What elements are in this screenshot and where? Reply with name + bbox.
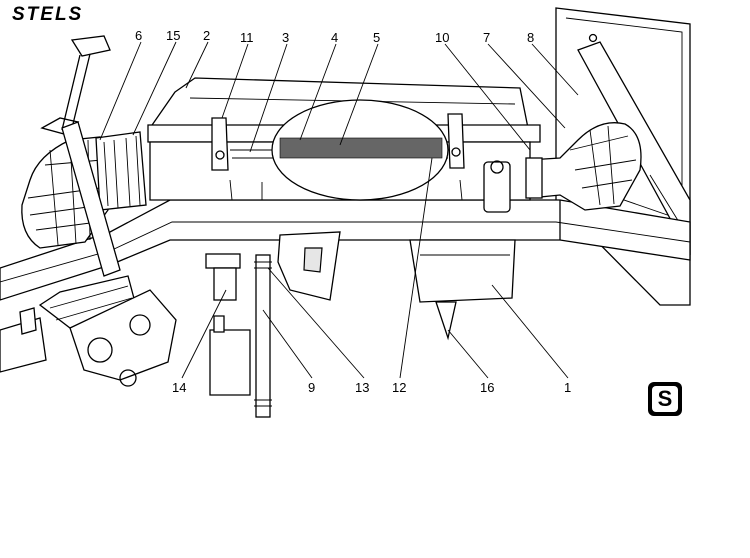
callout-9: 9 — [308, 380, 315, 395]
callout-2: 2 — [203, 28, 210, 43]
callout-13: 13 — [355, 380, 369, 395]
frame-tube — [0, 199, 691, 301]
callout-4: 4 — [331, 30, 338, 45]
callout-8: 8 — [527, 30, 534, 45]
housing-clamps — [211, 113, 465, 171]
callout-14: 14 — [172, 380, 186, 395]
support-bar — [40, 35, 121, 277]
callout-15: 15 — [166, 28, 180, 43]
callout-11: 11 — [240, 30, 254, 45]
callout-10: 10 — [435, 30, 449, 45]
callout-1: 1 — [564, 380, 571, 395]
callout-16: 16 — [480, 380, 494, 395]
lower-housing — [277, 160, 516, 341]
filter-element — [271, 99, 449, 201]
callout-labels: 6 15 2 11 3 4 5 10 7 8 14 9 13 12 16 1 — [135, 28, 571, 395]
callout-12: 12 — [392, 380, 406, 395]
badge-letter: S — [658, 386, 673, 411]
stels-badge: S — [648, 382, 682, 416]
callout-3: 3 — [282, 30, 289, 45]
callout-5: 5 — [373, 30, 380, 45]
intake-hose-right — [525, 122, 642, 211]
breather-pipe — [254, 254, 272, 418]
callout-7: 7 — [483, 30, 490, 45]
brand-logo: STELS — [12, 4, 84, 25]
carburetor — [0, 275, 251, 396]
callout-6: 6 — [135, 28, 142, 43]
callout-leaders — [99, 41, 579, 379]
sensor-bolt — [205, 253, 241, 301]
